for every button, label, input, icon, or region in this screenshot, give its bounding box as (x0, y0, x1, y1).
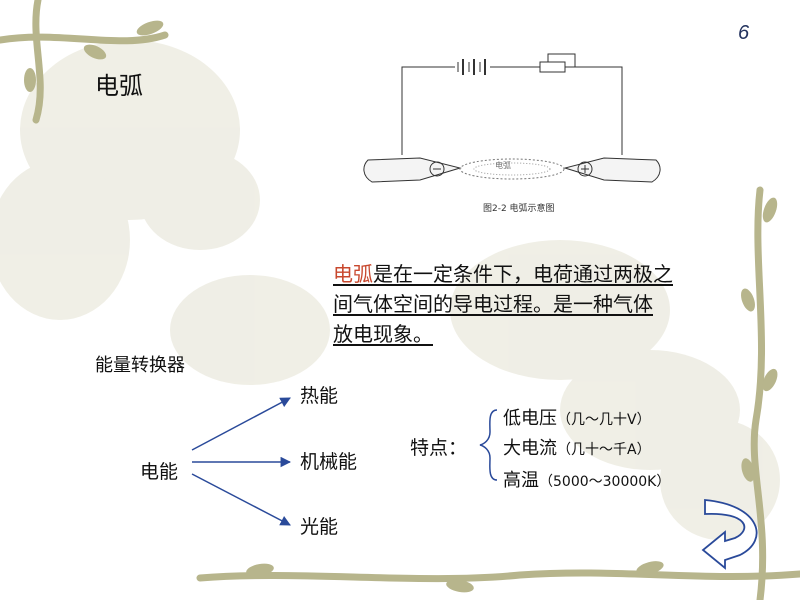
feature-detail: （几～几十V） (557, 412, 651, 428)
feature-detail: （5000～30000K） (539, 474, 671, 490)
features-label: 特点： (410, 437, 468, 459)
feature-high-temperature: 高温（5000～30000K） (503, 466, 670, 492)
arc-tube-label: 电弧 (495, 161, 511, 170)
slide-title: 电弧 (95, 72, 143, 100)
arc-column (459, 158, 565, 180)
light-energy-label: 光能 (300, 516, 339, 538)
figure-caption: 图2-2 电弧示意图 (483, 204, 555, 214)
definition-line-2: 间气体空间的导电过程。是一种气体 (333, 292, 653, 316)
arrow-to-heat (191, 397, 291, 451)
arc-definition: 电弧是在一定条件下，电荷通过两极之 间气体空间的导电过程。是一种气体 放电现象。 (333, 259, 733, 349)
conversion-arrows (191, 397, 292, 526)
definition-term: 电弧 (333, 262, 373, 286)
feature-high-current: 大电流（几十～千A） (503, 434, 651, 460)
energy-converter-label: 能量转换器 (95, 355, 185, 376)
vine-leaves (24, 20, 778, 593)
feature-main: 高温 (503, 470, 539, 491)
mechanical-energy-label: 机械能 (300, 451, 358, 473)
definition-line-1-text: 是在一定条件下，电荷通过两极之 (373, 262, 673, 286)
arc-core (473, 162, 551, 176)
feature-main: 低电压 (503, 408, 557, 429)
electric-energy-label: 电能 (140, 461, 179, 483)
feature-detail: （几十～千A） (557, 442, 651, 458)
feature-low-voltage: 低电压（几～几十V） (503, 404, 651, 430)
heat-energy-label: 热能 (300, 385, 339, 407)
feature-main: 大电流 (503, 438, 557, 459)
slide-number: 6 (738, 22, 750, 44)
leaf-shadows (0, 40, 780, 540)
definition-line-3: 放电现象。 (333, 322, 433, 346)
return-arrow-icon[interactable] (701, 499, 758, 570)
features-brace (479, 409, 498, 481)
arc-circuit-diagram (363, 53, 661, 183)
arrow-to-light (191, 473, 291, 526)
definition-line-1: 电弧是在一定条件下，电荷通过两极之 (333, 262, 673, 286)
